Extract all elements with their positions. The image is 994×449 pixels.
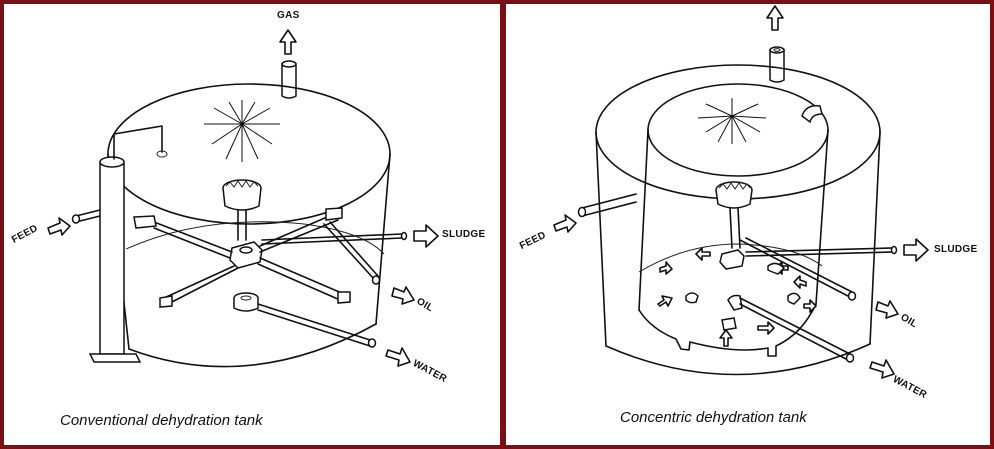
water-arrow bbox=[869, 359, 895, 379]
conventional-tank-drawing bbox=[47, 29, 439, 368]
oil-arrow bbox=[391, 286, 415, 305]
water-pipe bbox=[257, 303, 377, 348]
center-hub bbox=[719, 249, 745, 270]
concentric-caption: Concentric dehydration tank bbox=[620, 409, 807, 426]
sludge-arrow bbox=[413, 224, 439, 248]
inner-tank-bottom bbox=[638, 303, 817, 357]
oil-arrow bbox=[875, 300, 899, 319]
gas-arrow bbox=[766, 5, 784, 31]
gas-arrow bbox=[279, 29, 297, 55]
sludge-arrow bbox=[903, 238, 929, 262]
oil-pipe bbox=[739, 237, 857, 301]
tank-bottom bbox=[128, 323, 377, 368]
feed-arrow bbox=[47, 217, 71, 236]
water-arrow bbox=[385, 347, 411, 367]
outer-wall-right bbox=[869, 131, 881, 345]
distributor-cup bbox=[715, 181, 753, 249]
conventional-tank-panel: GAS FEED SLUDGE OIL WATER Conventional d… bbox=[4, 4, 500, 445]
outer-wall-left bbox=[595, 131, 607, 347]
feed-column bbox=[88, 125, 168, 363]
conventional-caption: Conventional dehydration tank bbox=[60, 412, 263, 429]
oil-pipe bbox=[323, 221, 381, 285]
concentric-tank-drawing bbox=[553, 5, 929, 379]
concentric-tank-panel: FEED SLUDGE OIL WATER Concentric dehydra… bbox=[506, 4, 990, 445]
feed-inlet-pipe bbox=[71, 209, 101, 224]
spray-nozzle bbox=[697, 98, 767, 144]
gas-label: GAS bbox=[277, 10, 300, 21]
gas-outlet-pipe bbox=[281, 60, 297, 99]
sludge-label: SLUDGE bbox=[442, 229, 486, 240]
center-hub bbox=[229, 241, 263, 269]
sludge-pipe bbox=[261, 231, 408, 245]
water-pipe bbox=[727, 294, 855, 363]
internal-flow-arrows bbox=[657, 247, 817, 347]
sludge-label: SLUDGE bbox=[934, 244, 978, 255]
outer-tank-bottom bbox=[605, 343, 871, 376]
vent-elbow bbox=[801, 104, 823, 124]
outer-tank-top bbox=[595, 64, 881, 200]
spray-nozzle bbox=[204, 100, 280, 162]
inner-tank-top bbox=[647, 83, 829, 177]
feed-inlet-pipe bbox=[577, 193, 637, 218]
bottom-outlet bbox=[233, 292, 259, 312]
inner-wall-right bbox=[815, 129, 829, 305]
gas-outlet-pipe bbox=[769, 46, 785, 83]
inner-wall-left bbox=[638, 129, 649, 311]
distributor-cup bbox=[222, 179, 262, 241]
feed-arrow bbox=[553, 214, 577, 233]
